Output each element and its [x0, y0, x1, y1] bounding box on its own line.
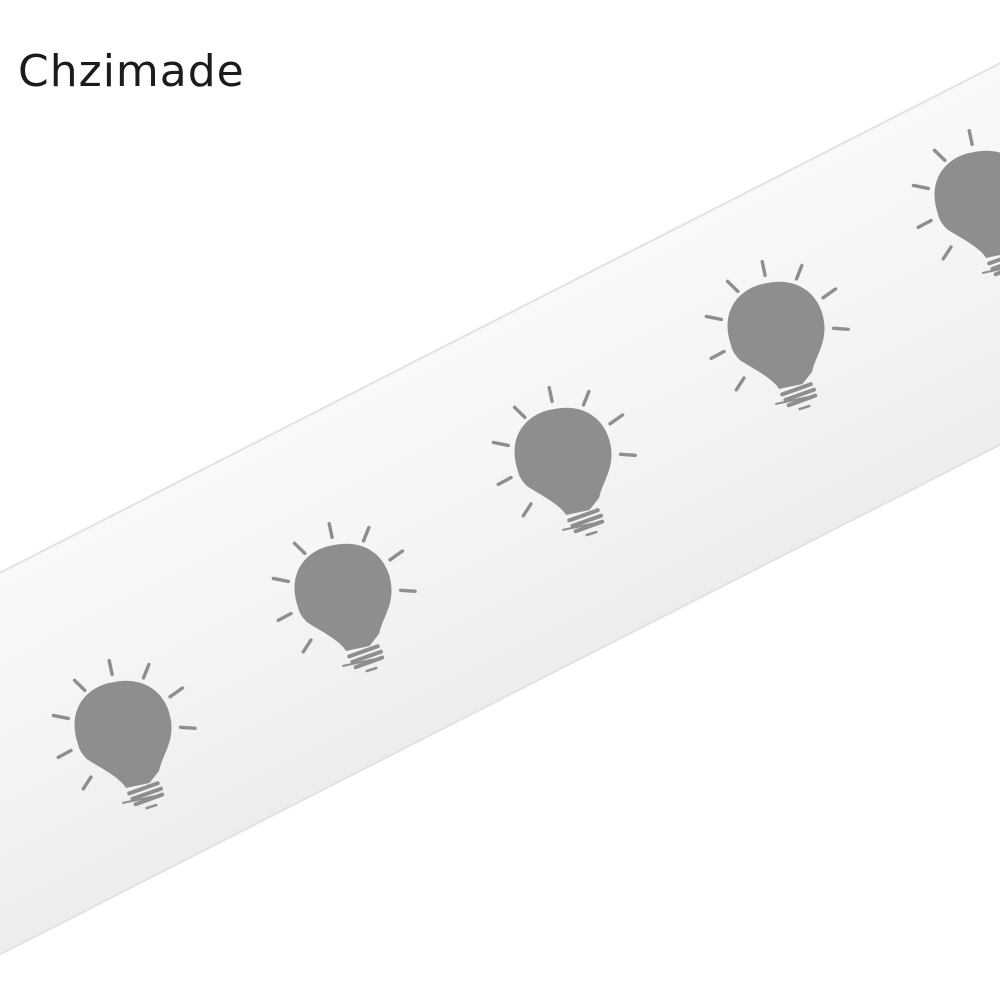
brand-logo: Chzimade	[18, 46, 245, 97]
